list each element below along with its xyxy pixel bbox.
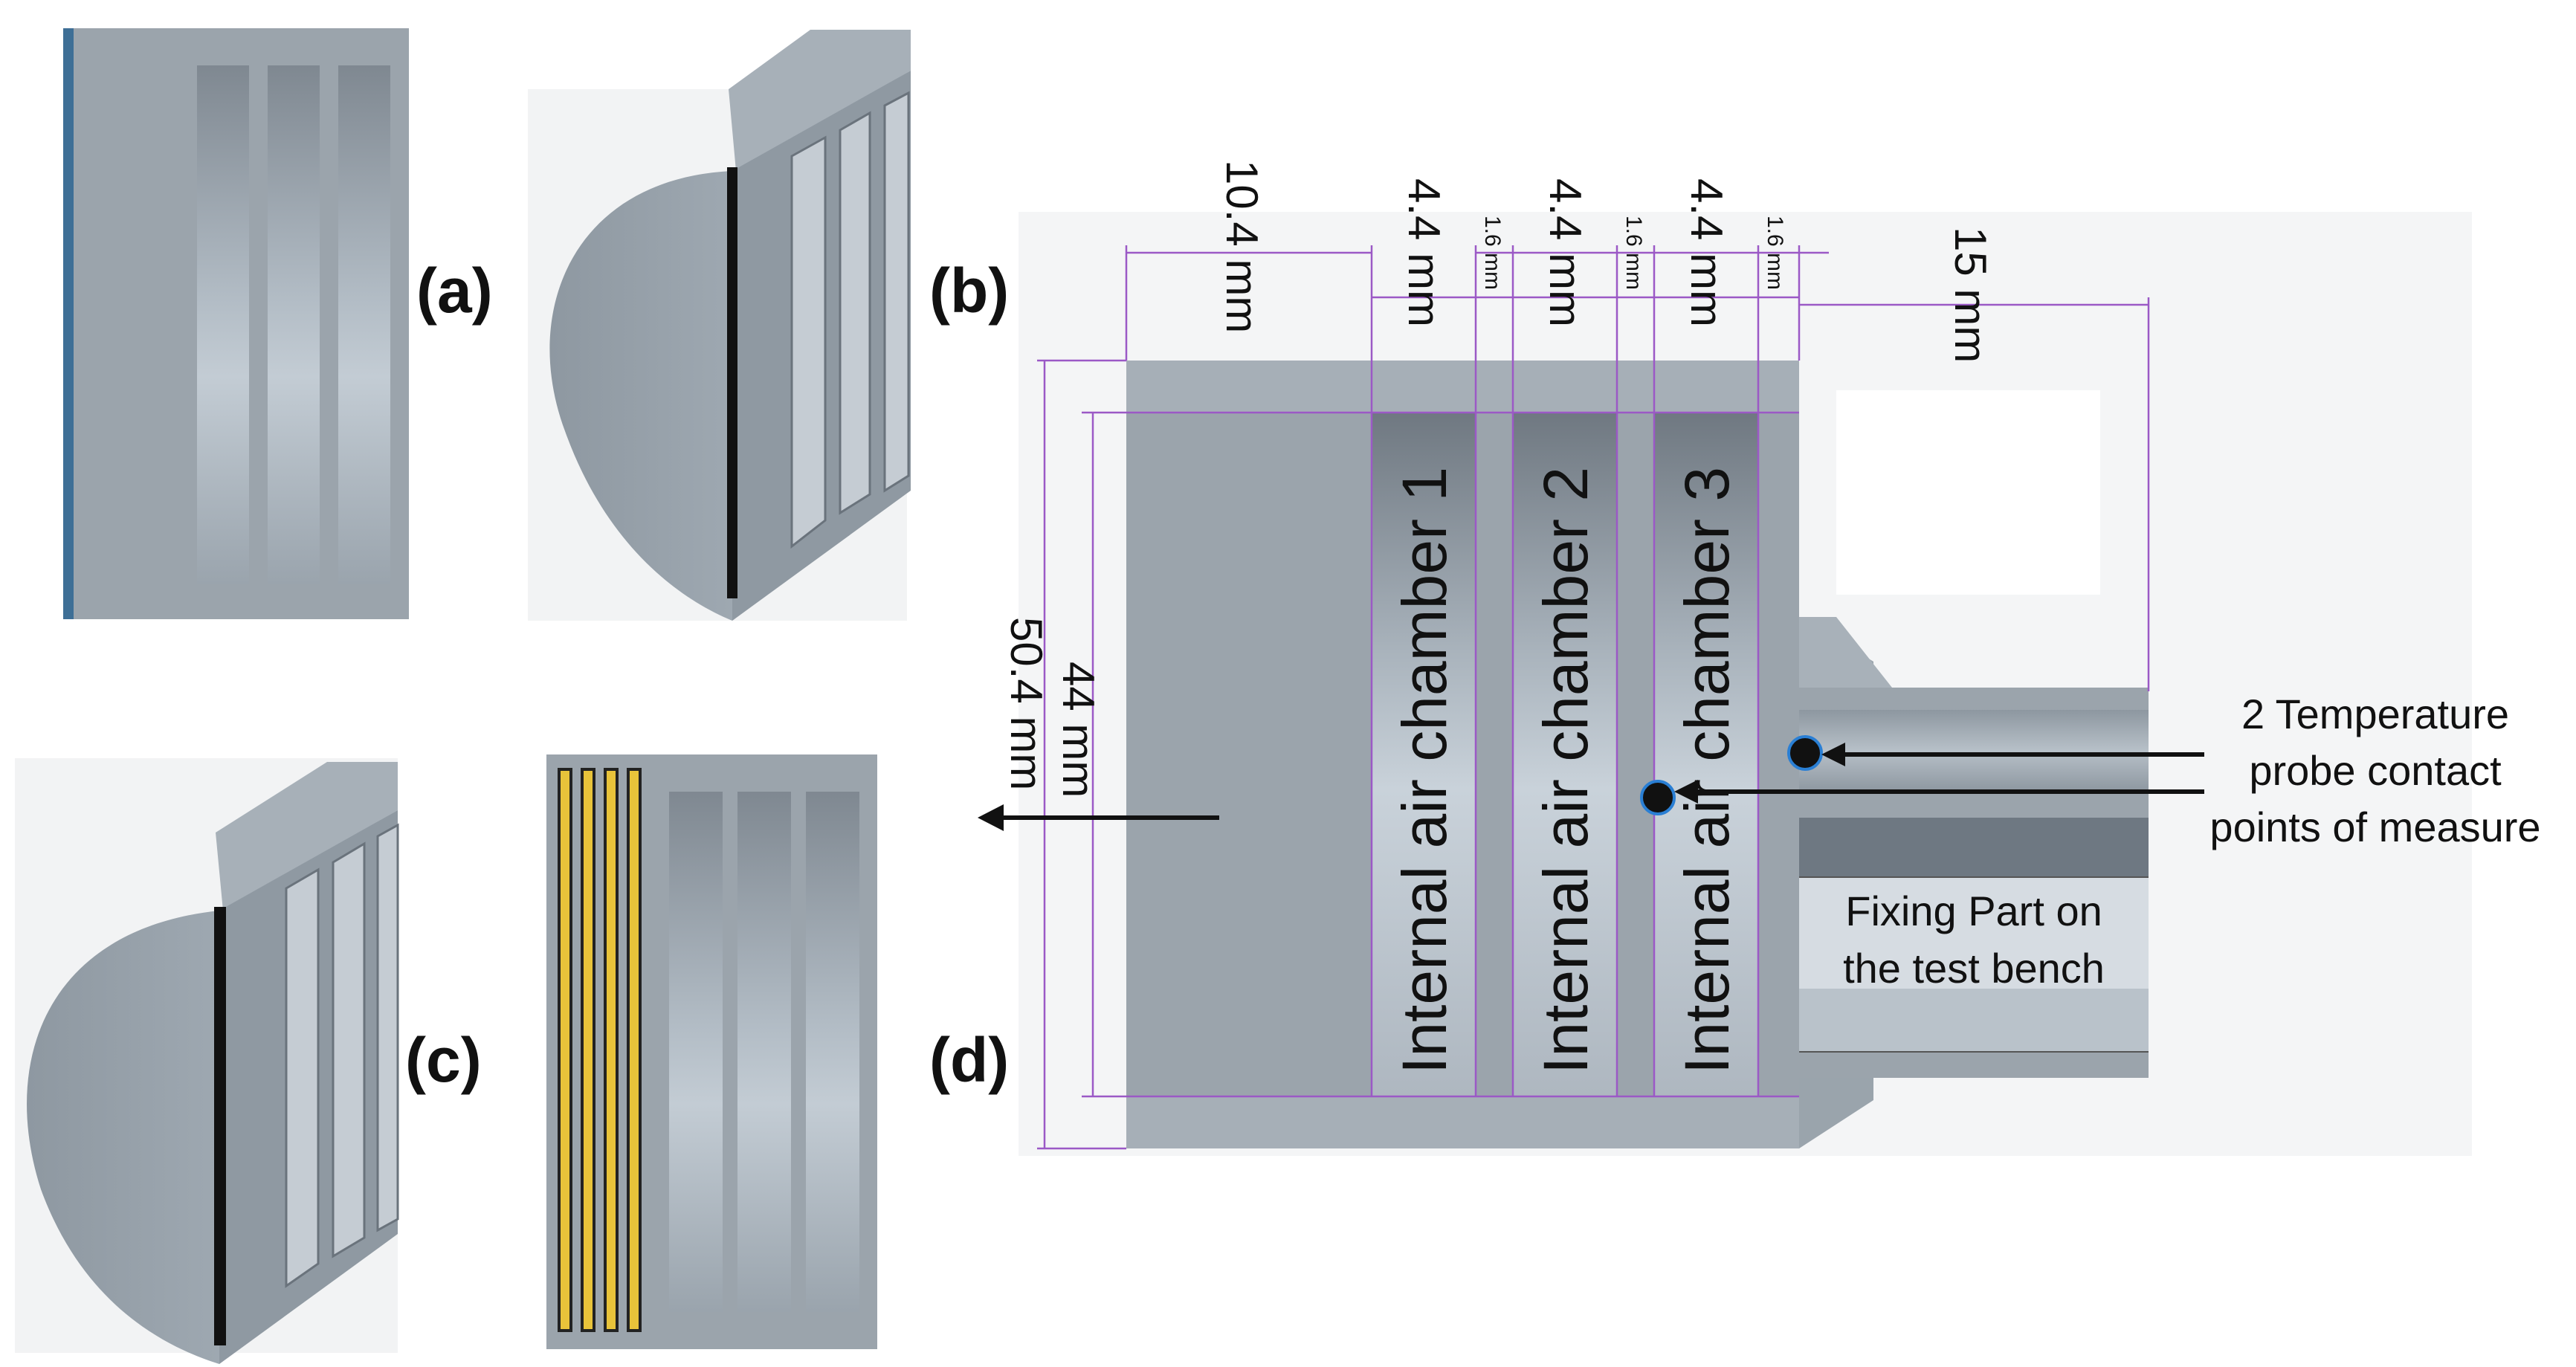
dim-label-chamber-1: 4.4 mm — [1399, 178, 1449, 327]
neck-bevel-top — [1799, 617, 1892, 688]
panel-d-slot-3 — [806, 792, 859, 1312]
chamber-3 — [1654, 413, 1758, 1096]
panel-c-opening-1 — [285, 867, 320, 1288]
panel-d-front-view — [546, 754, 877, 1349]
dim-label-wall-2: 1.6 mm — [1621, 216, 1646, 290]
panel-a-slot-2 — [268, 65, 320, 584]
panel-a-slot-3 — [338, 65, 390, 584]
dim-label-wall-1: 1.6 mm — [1480, 216, 1505, 290]
probe-arrow-1-head — [1821, 743, 1845, 766]
chamber-2 — [1513, 413, 1617, 1096]
panel-b-opening-3 — [883, 91, 910, 493]
panel-c-opening-3 — [376, 823, 399, 1232]
panel-d-heater-3 — [604, 768, 619, 1332]
panel-b-dome — [549, 171, 732, 621]
probe-tube — [1799, 710, 2149, 792]
panel-c-opening-2 — [332, 841, 366, 1258]
dim-label-wall-3: 1.6 mm — [1763, 216, 1787, 290]
panel-b-opening-2 — [839, 111, 871, 515]
chamber-3-label: Internal air chamber 3 — [1672, 467, 1742, 1074]
panel-label-c: (c) — [405, 1025, 482, 1095]
panel-c-dome — [27, 911, 219, 1364]
panel-c-black-strip — [214, 907, 226, 1345]
panel-d-heater-2 — [581, 768, 595, 1332]
panel-d-slot-2 — [737, 792, 791, 1312]
panel-c-iso-view — [15, 758, 399, 1364]
panel-b-iso-view — [528, 30, 911, 621]
probe-label-line-1: 2 Temperature — [2241, 691, 2509, 737]
cross-section-drawing: Internal air chamber 1 Internal air cham… — [978, 160, 2472, 1156]
dim-label-outer-height: 50.4 mm — [1001, 617, 1051, 790]
fixing-part-dark-band — [1799, 818, 2149, 877]
probe-point-2 — [1640, 780, 1676, 815]
panel-a-front-view — [63, 28, 409, 619]
panel-d-heater-4 — [627, 768, 642, 1332]
panel-label-a: (a) — [416, 256, 493, 326]
chamber-1-label: Internal air chamber 1 — [1389, 467, 1459, 1074]
bottom-wall — [1126, 1096, 1799, 1148]
chamber-1 — [1372, 413, 1476, 1096]
fixing-part-lower — [1799, 989, 2149, 1052]
panel-b-black-strip — [727, 167, 737, 598]
panel-b-opening-1 — [790, 135, 827, 549]
dimension-lines — [1037, 245, 2150, 1150]
probe-arrow-2-head — [1674, 780, 1698, 804]
probe-label-line-3: points of measure — [2209, 804, 2540, 850]
view-arrow-head — [978, 804, 1004, 831]
fixing-part-light — [1799, 877, 2149, 989]
top-wall — [1126, 361, 1799, 413]
fixing-label-line-2: the test bench — [1843, 945, 2105, 992]
panel-a-slot-1 — [197, 65, 249, 584]
white-cutout — [1836, 390, 2100, 595]
panel-label-b: (b) — [929, 256, 1009, 326]
panel-c-top-face — [216, 762, 398, 911]
dim-label-left-width: 10.4 mm — [1217, 160, 1267, 333]
panel-b-top-face — [729, 30, 911, 171]
panel-d-heater-1 — [558, 768, 572, 1332]
chamber-2-label: Internal air chamber 2 — [1531, 467, 1601, 1074]
dim-label-chamber-3: 4.4 mm — [1682, 178, 1731, 327]
panel-d-slot-1 — [669, 792, 723, 1312]
panel-label-d: (d) — [929, 1025, 1009, 1095]
panel-a-edge-strip — [63, 28, 74, 619]
probe-label-line-2: probe contact — [2249, 747, 2502, 794]
dim-label-chamber-2: 4.4 mm — [1540, 178, 1590, 327]
dim-label-inner-height: 44 mm — [1053, 662, 1103, 798]
probe-point-1 — [1787, 735, 1823, 771]
fixing-label-line-1: Fixing Part on — [1845, 888, 2102, 934]
dim-label-right-width: 15 mm — [1946, 227, 1995, 363]
